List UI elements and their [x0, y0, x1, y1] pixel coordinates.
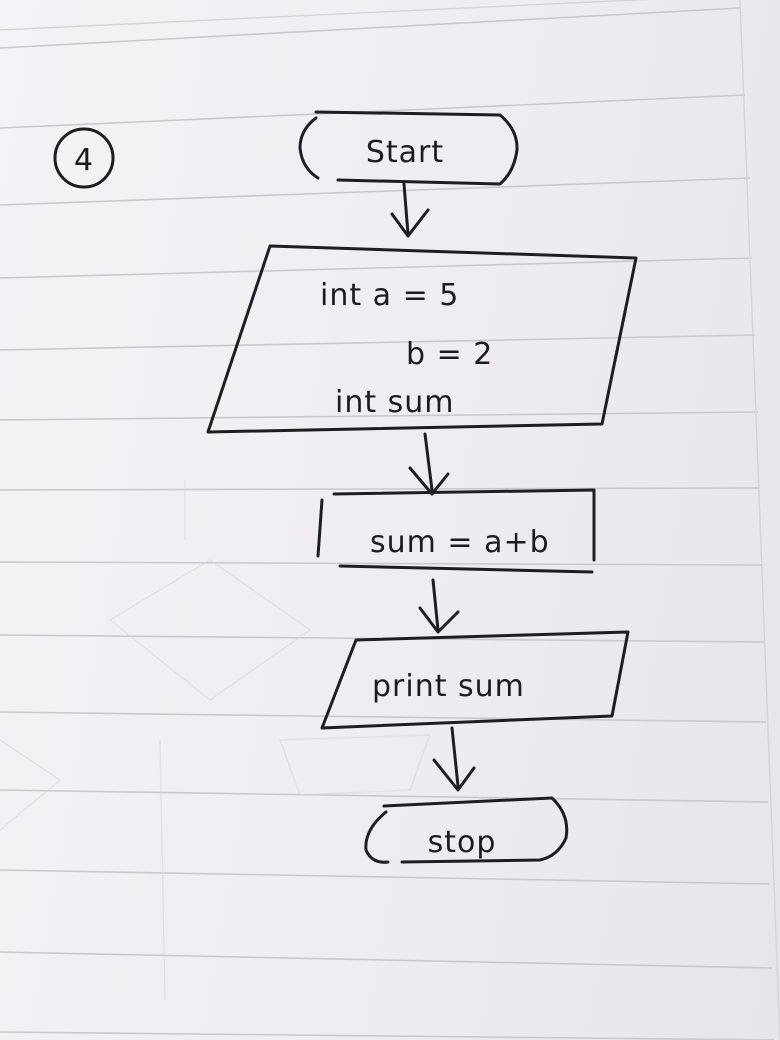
arrow-output-to-stop [432, 726, 476, 792]
question-number: 4 [53, 127, 115, 189]
stop-terminal: stop [364, 796, 569, 864]
input-line-3: int sum [335, 385, 455, 420]
process-label: sum = a+b [370, 525, 550, 560]
input-line-2: b = 2 [406, 337, 493, 372]
stop-label: stop [428, 825, 497, 860]
output-label: print sum [372, 669, 525, 704]
show-through-marks [0, 480, 432, 1001]
start-label: Start [366, 135, 444, 170]
output-parallelogram: print sum [320, 630, 630, 730]
question-number-label: 4 [74, 143, 94, 178]
arrow-process-to-output [418, 578, 460, 634]
arrow-start-to-input [390, 182, 430, 238]
input-parallelogram: int a = 5 b = 2 int sum [206, 244, 638, 434]
arrow-input-to-process [408, 432, 450, 496]
input-line-1: int a = 5 [320, 278, 459, 313]
process-rectangle: sum = a+b [316, 488, 596, 574]
start-terminal: Start [298, 110, 519, 186]
